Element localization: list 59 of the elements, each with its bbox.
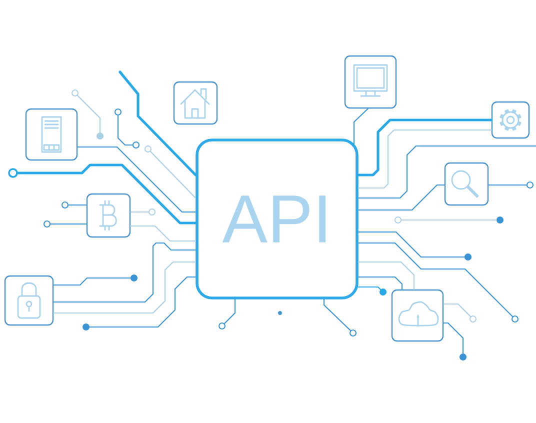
dot bbox=[380, 288, 386, 296]
dot bbox=[464, 254, 472, 260]
circuit-trace bbox=[358, 129, 492, 189]
icon-box bbox=[86, 193, 131, 238]
circuit-trace bbox=[488, 184, 527, 186]
circuit-trace bbox=[400, 219, 497, 221]
ring bbox=[394, 216, 402, 224]
circuit-trace bbox=[224, 298, 236, 324]
circuit-trace bbox=[50, 223, 87, 225]
circuit-trace bbox=[76, 94, 101, 133]
circuit-trace bbox=[53, 261, 196, 314]
ring bbox=[144, 146, 152, 152]
chip-box: API bbox=[196, 138, 358, 300]
icon-box bbox=[4, 275, 54, 326]
circuit-trace bbox=[443, 303, 472, 318]
circuit-trace bbox=[443, 322, 464, 354]
icon-box bbox=[391, 289, 444, 342]
circuit-trace bbox=[358, 145, 536, 199]
ring bbox=[349, 329, 357, 337]
ring bbox=[72, 90, 78, 96]
icon-box bbox=[344, 55, 397, 109]
circuit-trace bbox=[323, 298, 351, 332]
dot bbox=[82, 324, 90, 330]
ring bbox=[526, 181, 534, 189]
dot bbox=[460, 354, 466, 360]
ring bbox=[43, 220, 51, 228]
circuit-trace bbox=[130, 211, 150, 213]
circuit-trace bbox=[358, 286, 381, 290]
ring bbox=[511, 315, 519, 323]
dot bbox=[496, 216, 504, 224]
circuit-trace bbox=[53, 242, 196, 303]
circuit-trace bbox=[16, 164, 197, 224]
icon-box bbox=[25, 108, 78, 161]
ring bbox=[8, 168, 18, 178]
ring bbox=[470, 316, 476, 322]
circuit-trace bbox=[53, 277, 131, 286]
circuit-trace bbox=[358, 276, 403, 290]
circuit-trace bbox=[358, 261, 415, 290]
ring bbox=[218, 322, 226, 330]
ring bbox=[132, 141, 140, 149]
circuit-trace bbox=[77, 146, 196, 213]
dot bbox=[96, 132, 104, 140]
ring bbox=[148, 208, 156, 216]
circuit-trace bbox=[357, 118, 493, 176]
circuit-trace bbox=[353, 108, 369, 146]
ring bbox=[114, 108, 122, 116]
circuit-trace bbox=[358, 184, 445, 211]
ring bbox=[61, 201, 69, 209]
circuit-trace bbox=[358, 242, 514, 318]
circuit-trace bbox=[150, 150, 196, 199]
circuit-trace bbox=[68, 204, 87, 206]
icon-box bbox=[444, 162, 489, 206]
circuit-trace bbox=[358, 231, 465, 258]
circuit-trace bbox=[130, 225, 196, 242]
dot bbox=[130, 274, 138, 282]
circuit-trace bbox=[89, 276, 196, 328]
icon-box bbox=[173, 81, 218, 125]
circuit-trace bbox=[118, 70, 197, 176]
circuit-trace bbox=[117, 115, 133, 146]
